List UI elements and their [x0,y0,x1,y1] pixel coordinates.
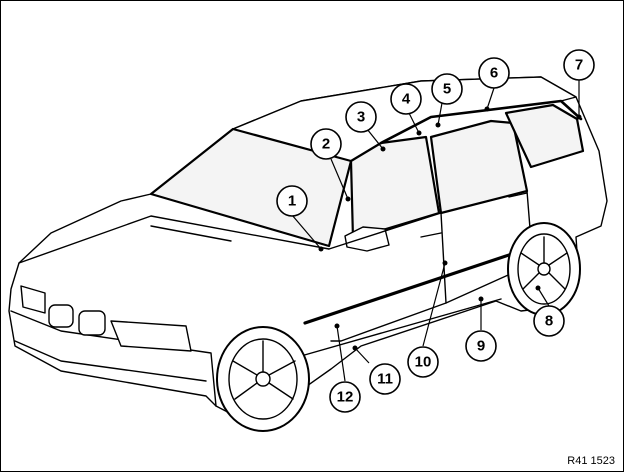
protective-strip [303,249,523,325]
rear-wheel-hub [537,262,551,276]
callout-circle-11 [369,363,401,395]
front-wheel-spokes [232,340,296,400]
callout-label-7: 7 [575,57,583,74]
callout-label-3: 3 [357,109,365,126]
leader-2 [330,158,349,200]
callout-label-9: 9 [477,338,485,355]
bonnet-crease [150,225,232,242]
callout-label-10: 10 [415,354,432,371]
callout-circle-7 [563,49,595,81]
callout-circle-2 [310,128,342,160]
sill-line [300,298,502,357]
callout-label-12: 12 [337,389,354,406]
leader-dot-12 [334,323,340,329]
leader-4 [408,112,420,134]
leader-dot-3 [380,146,386,152]
door-handle-rear [508,192,528,198]
leader-dot-4 [416,130,422,136]
callout-circle-5 [431,73,463,105]
callout-label-11: 11 [377,371,393,388]
headlight-right [110,320,192,352]
headlight-left [20,285,46,314]
callout-circle-9 [465,330,497,362]
kidney-grille-right [78,310,106,336]
leader-5 [437,102,443,126]
callout-label-4: 4 [402,91,411,108]
rear-side-window [429,119,529,215]
leader-8 [537,287,550,307]
roof-rail [379,99,583,145]
callout-circle-12 [329,381,361,413]
leader-dot-5 [435,122,441,128]
leader-dot-10 [442,260,448,266]
leader-dot-8 [535,285,541,291]
callout-labels: 1 2 3 4 5 6 7 8 9 10 11 12 [288,57,583,406]
leader-dot-7 [576,114,582,120]
leader-dot-11 [352,345,358,351]
leader-1 [291,214,322,250]
callout-label-8: 8 [545,313,553,330]
callout-circle-10 [407,346,439,378]
callout-label-5: 5 [443,81,451,98]
leader-lines [291,80,580,382]
leader-10 [422,262,446,347]
leader-3 [366,128,384,150]
callout-circle-6 [478,57,510,89]
leader-6 [486,87,495,110]
callout-label-1: 1 [288,193,296,210]
leader-12 [336,325,346,382]
rear-quarter-window [504,103,585,169]
callouts [276,49,595,413]
callout-circle-8 [533,305,565,337]
callout-label-6: 6 [490,65,498,82]
door-handle-front [420,232,442,238]
kidney-grille-left [48,304,74,328]
callout-circle-4 [390,83,422,115]
figure-code: R41 1523 [567,455,615,467]
callout-circle-1 [276,185,308,217]
leader-dot-1 [318,246,324,252]
rear-wheel-spokes [520,236,568,290]
leader-dot-9 [478,296,484,302]
bonnet-line [18,215,330,264]
front-wheel-hub [255,371,271,387]
bumper-line [14,340,207,382]
leader-dot-6 [484,106,490,112]
leader-dot-2 [345,196,351,202]
callout-label-2: 2 [322,136,330,153]
callout-circle-3 [345,101,377,133]
car-illustration [8,76,608,432]
leader-11 [354,347,370,364]
leader-dots [318,106,582,351]
front-side-window [349,135,441,241]
